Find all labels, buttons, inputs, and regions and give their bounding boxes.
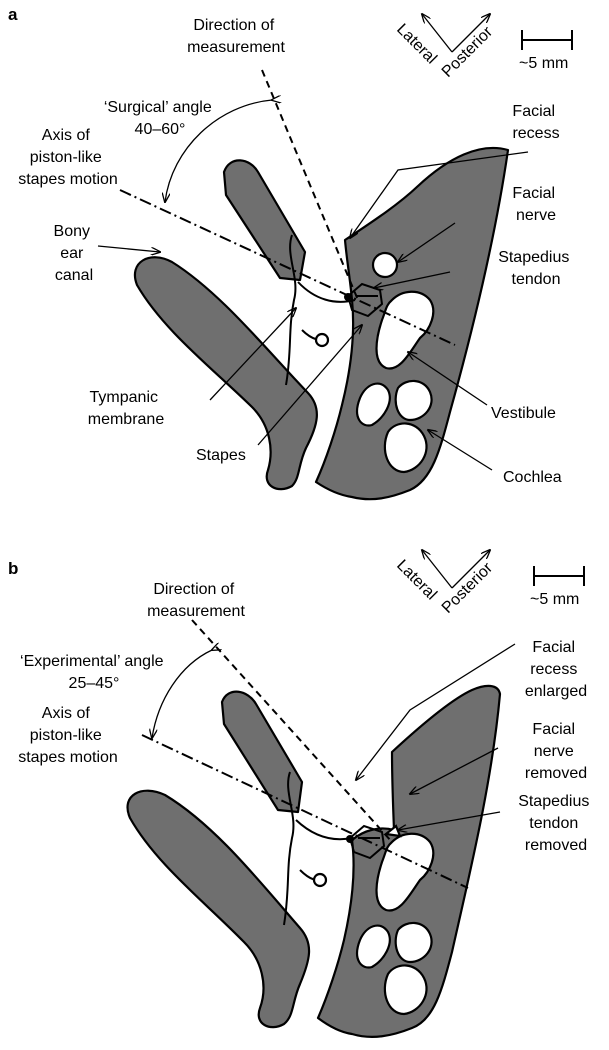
cochlea-middle-cavity bbox=[394, 921, 433, 964]
stapes-head-icon bbox=[346, 835, 354, 843]
lateral-arrow-icon bbox=[422, 550, 453, 589]
facial-recess-label: Facial recess enlarged bbox=[525, 639, 587, 700]
stapedius-tendon-label: Stapedius tendon removed bbox=[518, 793, 594, 854]
cochlea-label: Cochlea bbox=[503, 469, 562, 486]
recess-leader bbox=[350, 151, 529, 238]
bony-ear-canal-bone bbox=[134, 256, 318, 491]
vestibule-label: Vestibule bbox=[491, 405, 556, 422]
orientation-indicator-a: Lateral Posterior bbox=[393, 14, 497, 81]
nerve-leader bbox=[410, 747, 499, 794]
panel-a-letter: a bbox=[8, 5, 18, 24]
orientation-indicator-b: Lateral Posterior bbox=[393, 550, 497, 617]
scale-label: ~5 mm bbox=[530, 591, 579, 608]
scale-label: ~5 mm bbox=[519, 55, 568, 72]
recess-leader bbox=[356, 643, 516, 780]
ossicle-joint-icon bbox=[314, 332, 330, 348]
posterior-arrow-icon bbox=[451, 14, 490, 53]
measurement-label: Direction of measurement bbox=[147, 581, 245, 620]
canal-leader bbox=[97, 245, 160, 252]
vestibule-leader bbox=[408, 352, 488, 406]
upper-canal-wall-bone bbox=[222, 159, 307, 282]
bony-ear-canal-label: Bony ear canal bbox=[54, 223, 95, 284]
cochlea-lower-cavity bbox=[383, 422, 428, 474]
upper-canal-wall-bone bbox=[220, 690, 304, 814]
stapes-axis-line bbox=[141, 734, 469, 889]
facial-recess-label: Facial recess bbox=[512, 103, 559, 142]
tendon-leader bbox=[398, 811, 501, 830]
facial-nerve-icon bbox=[371, 251, 399, 279]
stapes-axis-line bbox=[119, 189, 456, 346]
facial-nerve-label: Facial nerve bbox=[512, 185, 559, 224]
cochlea-lower-cavity bbox=[383, 964, 428, 1016]
ossicle-joint-icon bbox=[312, 872, 328, 888]
tympanic-membrane bbox=[283, 771, 295, 926]
surgical-angle-label: ‘Surgical’ angle 40–60° bbox=[104, 99, 216, 138]
panel-b: b Lateral Posterior ~5 mm bbox=[8, 550, 594, 1038]
ossicular-chain bbox=[297, 281, 356, 341]
scale-bar-a: ~5 mm bbox=[519, 30, 573, 72]
surgical-angle-arc bbox=[165, 100, 272, 202]
posterior-arrow-icon bbox=[451, 550, 490, 589]
cochlea-upper-cavity bbox=[356, 924, 391, 969]
measurement-label: Direction of measurement bbox=[187, 17, 285, 56]
cochlea-upper-cavity bbox=[356, 382, 391, 427]
panel-a: a Lateral Posterior ~5 mm bbox=[8, 5, 574, 501]
experimental-angle-arc bbox=[152, 650, 212, 738]
vestibule-cavity bbox=[375, 290, 435, 370]
bony-ear-canal-bone bbox=[126, 789, 311, 1029]
stapes-axis-label: Axis of piston-like stapes motion bbox=[18, 127, 118, 188]
nerve-leader bbox=[398, 222, 456, 262]
stapedius-tendon-label: Stapedius tendon bbox=[498, 249, 574, 288]
stapes-icon bbox=[346, 282, 384, 318]
posterior-label: Posterior bbox=[439, 23, 497, 81]
stapes-label: Stapes bbox=[196, 447, 246, 464]
scale-bar-b: ~5 mm bbox=[530, 566, 585, 608]
stapes-axis-label: Axis of piston-like stapes motion bbox=[18, 705, 118, 766]
vestibule-cavity bbox=[375, 832, 435, 912]
lateral-arrow-icon bbox=[422, 14, 453, 53]
tendon-leader bbox=[374, 271, 451, 288]
tympanic-membrane-label: Tympanic membrane bbox=[88, 389, 165, 428]
tympanic-membrane bbox=[285, 234, 297, 386]
experimental-angle-label: ‘Experimental’ angle 25–45° bbox=[20, 653, 168, 692]
stapes-leader bbox=[257, 325, 362, 446]
posterior-label: Posterior bbox=[439, 559, 497, 617]
panel-b-letter: b bbox=[8, 559, 18, 578]
cochlea-middle-cavity bbox=[394, 379, 433, 422]
cochlea-leader bbox=[428, 430, 493, 471]
tympanic-leader bbox=[209, 308, 296, 401]
facial-nerve-label: Facial nerve removed bbox=[525, 721, 587, 782]
measurement-direction-line bbox=[191, 619, 393, 843]
